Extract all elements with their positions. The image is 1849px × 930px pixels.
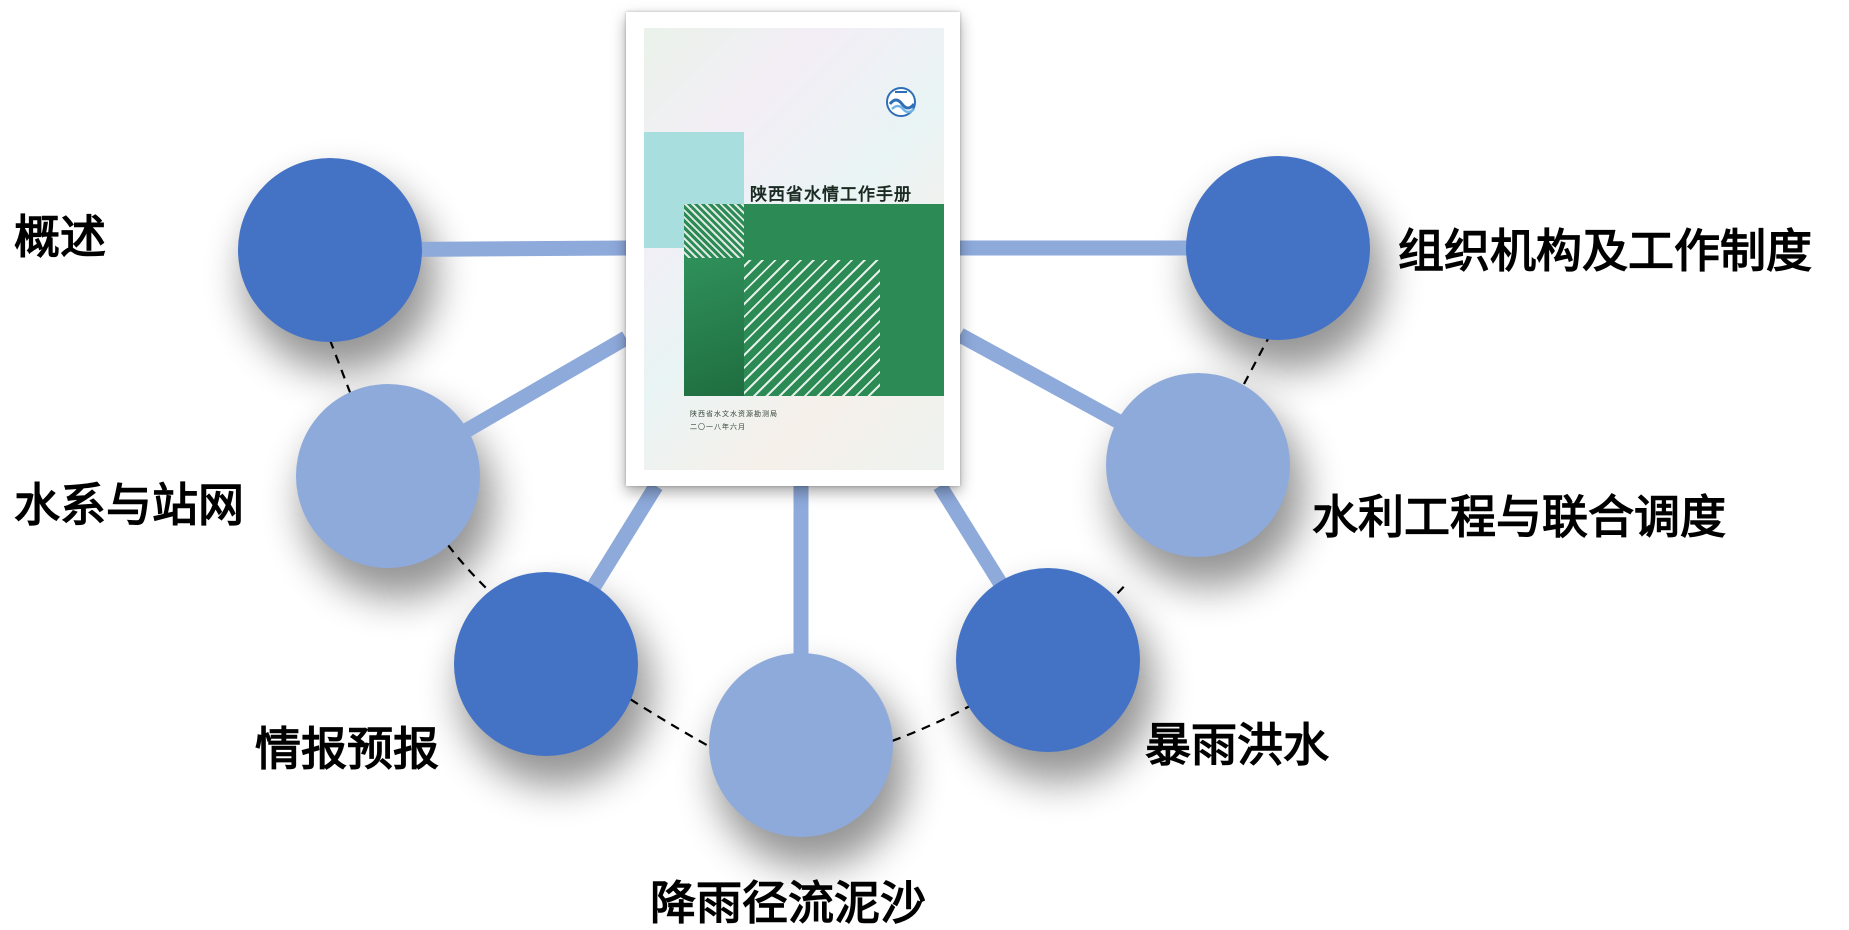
node-label-rainfall-runoff: 降雨径流泥沙 xyxy=(650,876,926,930)
cover-publisher: 陕西省水文水资源勘测局 xyxy=(690,410,778,418)
cover-hatch-small xyxy=(684,204,744,258)
nodes xyxy=(238,156,1370,837)
node-circle-rainfall-runoff xyxy=(709,653,893,837)
node-label-hydraulic-dispatch: 水利工程与联合调度 xyxy=(1312,490,1726,544)
cover-date: 二〇一八年六月 xyxy=(690,423,746,431)
node-label-water-system: 水系与站网 xyxy=(14,478,244,532)
node-label-organization: 组织机构及工作制度 xyxy=(1398,224,1812,278)
cover-art: 陕西省水情工作手册 陕西省水文水资源勘测局 二〇一八年六月 xyxy=(644,28,944,470)
node-circle-organization xyxy=(1186,156,1370,340)
hydrology-emblem-icon xyxy=(886,87,916,117)
node-circle-water-system xyxy=(296,384,480,568)
node-label-forecast: 情报预报 xyxy=(255,722,439,776)
dashed-ring xyxy=(328,334,1271,749)
cover-dark-wedge xyxy=(684,258,744,396)
node-circle-rainstorm-flood xyxy=(956,568,1140,752)
handbook-cover: 陕西省水情工作手册 陕西省水文水资源勘测局 二〇一八年六月 xyxy=(626,12,960,486)
cover-title: 陕西省水情工作手册 xyxy=(750,185,912,205)
cover-hatch-big xyxy=(744,260,880,396)
node-circle-overview xyxy=(238,158,422,342)
node-label-overview: 概述 xyxy=(14,210,106,264)
node-circle-hydraulic-dispatch xyxy=(1106,373,1290,557)
node-circle-forecast xyxy=(454,572,638,756)
node-label-rainstorm-flood: 暴雨洪水 xyxy=(1145,718,1329,772)
